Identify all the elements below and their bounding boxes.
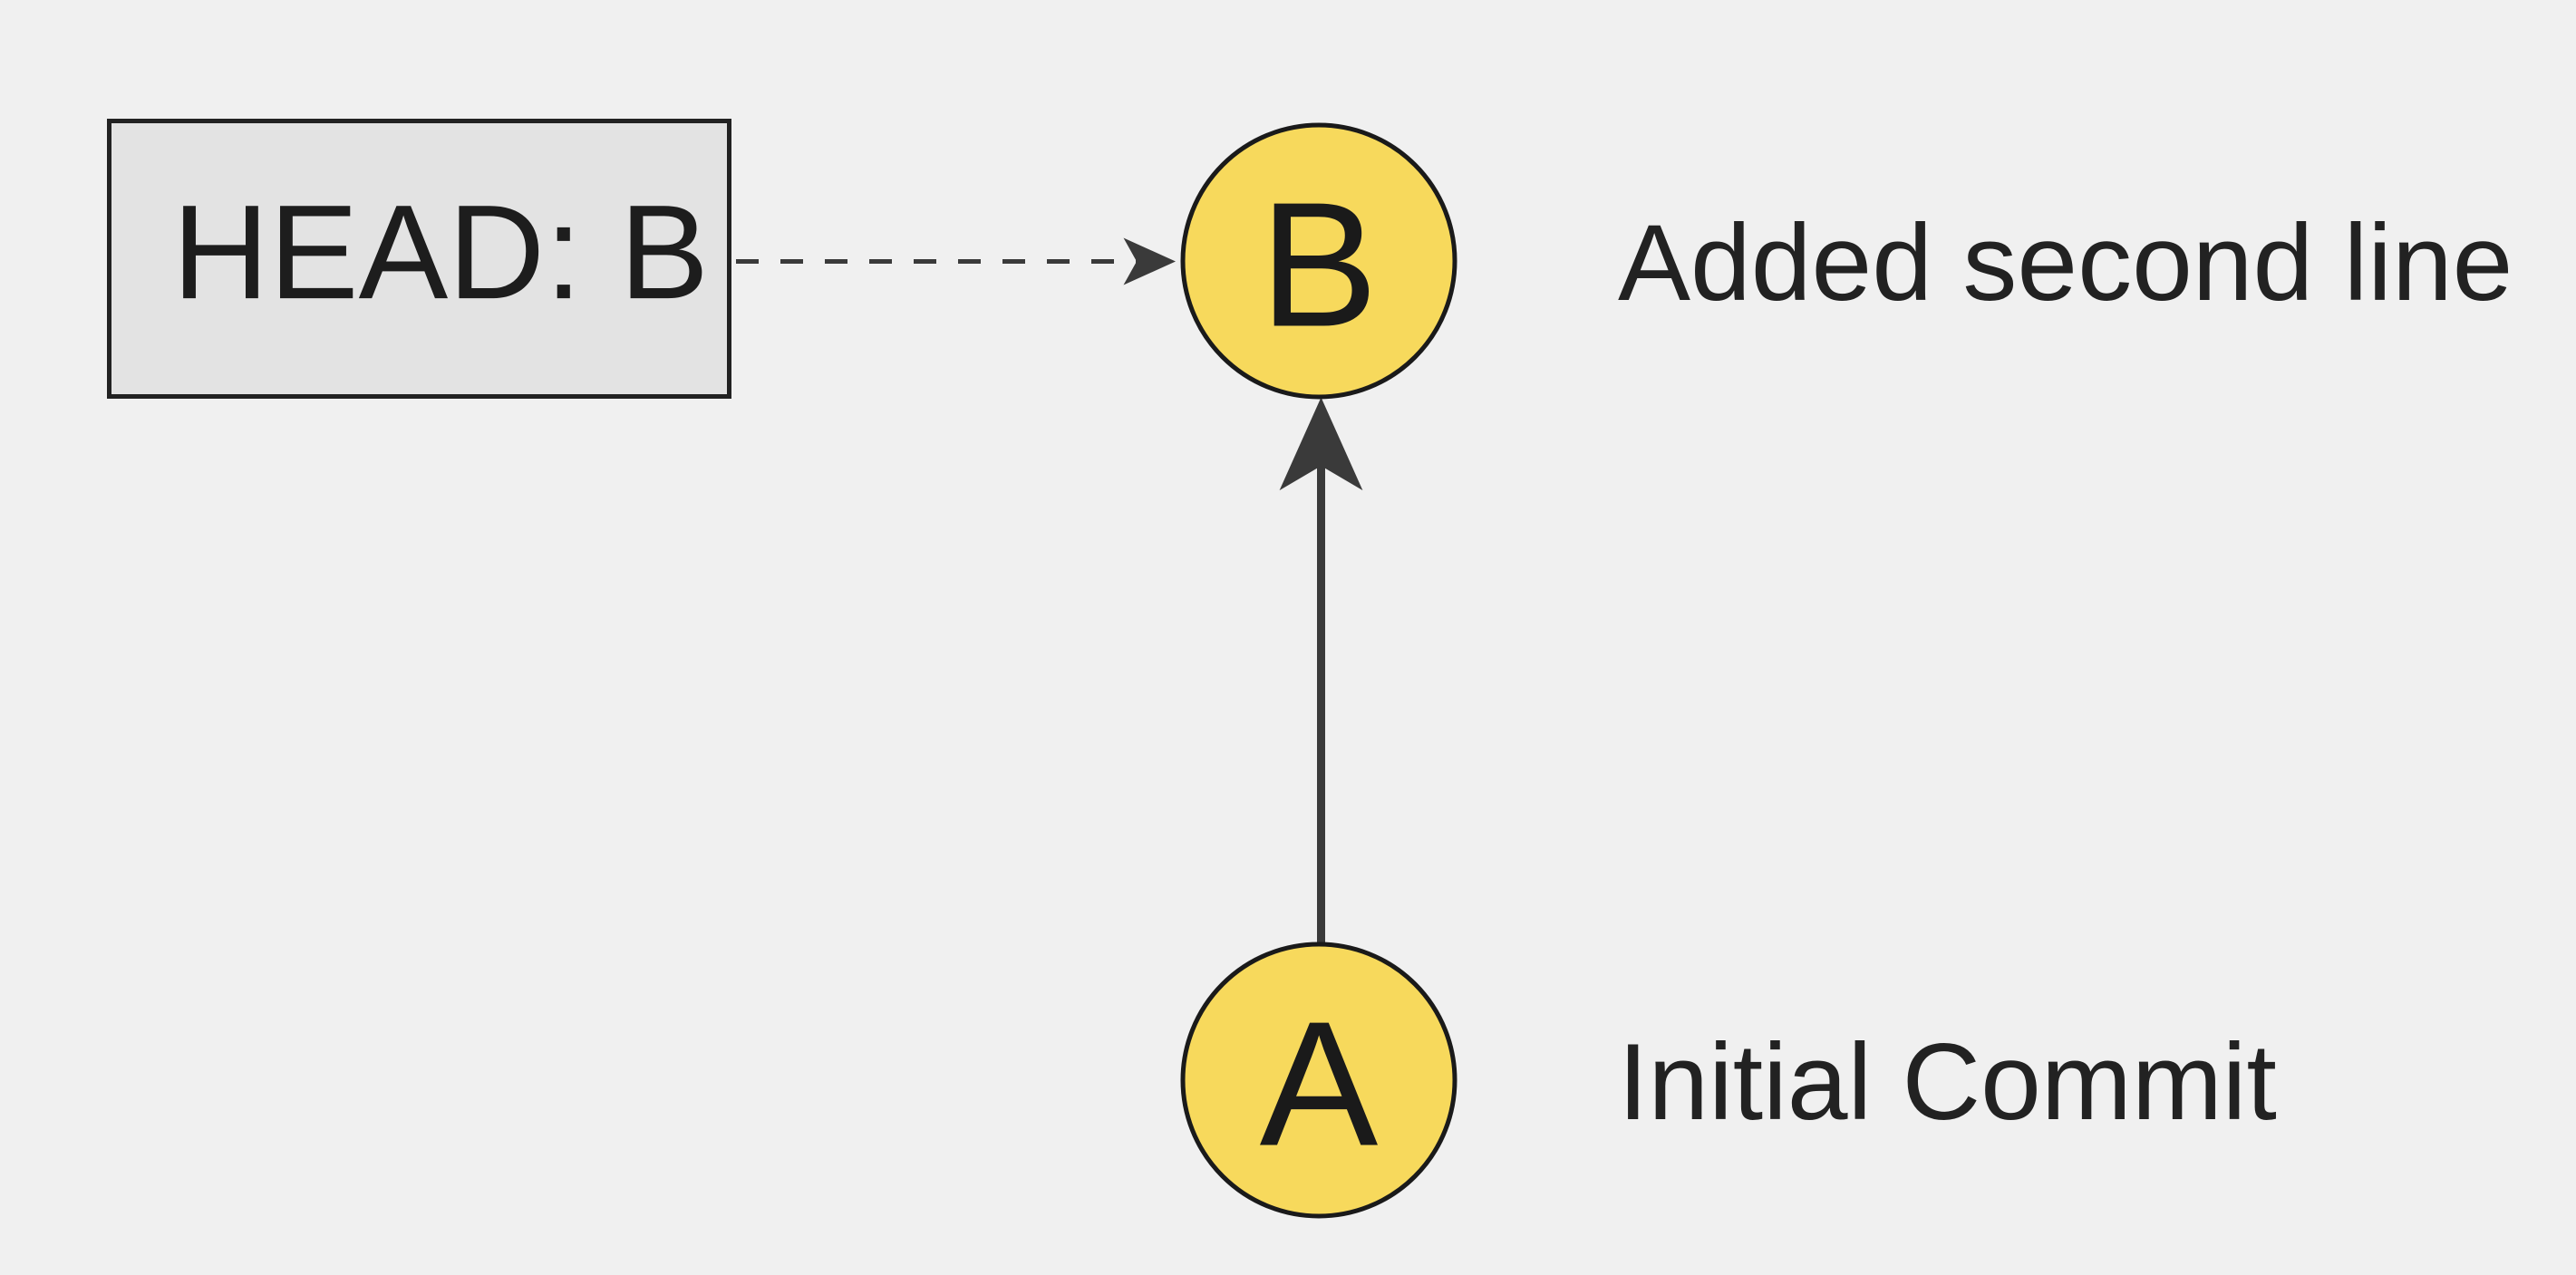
commit-message-b: Added second line — [1618, 202, 2513, 324]
head-ref-label: HEAD: B — [172, 178, 709, 327]
commit-node-b-letter: B — [1260, 166, 1379, 364]
commit-node-b[interactable] — [1180, 122, 1457, 400]
commit-node-a-letter: A — [1260, 985, 1379, 1183]
head-ref-box[interactable] — [107, 119, 731, 399]
commit-message-a: Initial Commit — [1618, 1021, 2277, 1143]
commit-node-a[interactable] — [1180, 942, 1457, 1219]
